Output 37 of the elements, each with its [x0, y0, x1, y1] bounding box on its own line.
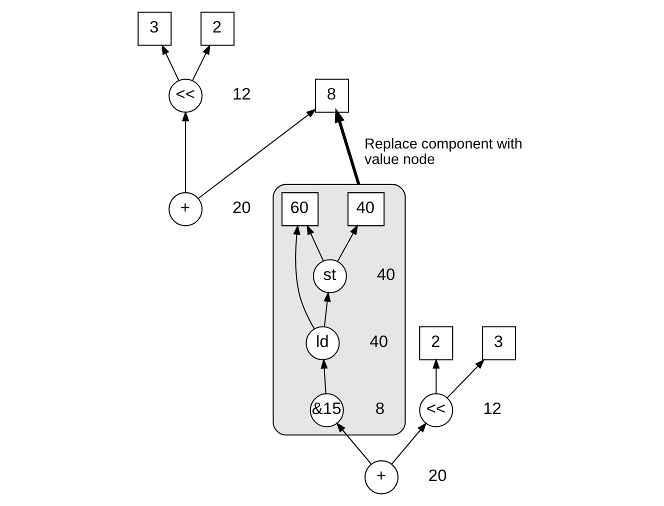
arrow	[182, 110, 190, 193]
cluster	[272, 184, 406, 436]
node-circle: st	[312, 259, 347, 294]
arrow	[336, 422, 372, 464]
node-circle: +	[168, 192, 203, 226]
arrow	[334, 108, 360, 185]
node-circle: +	[364, 460, 399, 494]
node-label: 40	[376, 266, 396, 284]
arrow	[432, 358, 440, 394]
node-box: 60	[281, 192, 319, 226]
node-box: 8	[314, 78, 350, 113]
arrow	[446, 358, 485, 398]
arrow	[320, 358, 328, 394]
node-label: 12	[483, 400, 502, 418]
node-box: 2	[200, 12, 235, 46]
arrow	[198, 108, 317, 199]
node-circle: <<	[419, 393, 454, 428]
node-box: 3	[138, 12, 172, 46]
node-circle: <<	[168, 78, 203, 113]
arrow	[324, 291, 331, 327]
node-label: 8	[375, 400, 384, 418]
arrow	[306, 224, 324, 261]
node-label: 20	[232, 199, 251, 218]
node-box: 2	[419, 326, 454, 360]
node-circle: ld	[306, 326, 340, 360]
arrow	[192, 44, 210, 81]
arrow	[162, 44, 180, 81]
arrow	[337, 224, 358, 262]
node-label: 40	[370, 333, 388, 352]
arrow	[391, 422, 427, 464]
node-label: 20	[428, 467, 447, 486]
edge-label: Replace component with value node	[364, 136, 522, 168]
node-box: 3	[482, 326, 516, 360]
node-box: 40	[347, 192, 385, 226]
arrow	[293, 224, 315, 330]
node-label: 12	[232, 86, 251, 104]
node-circle: &15	[310, 393, 344, 428]
